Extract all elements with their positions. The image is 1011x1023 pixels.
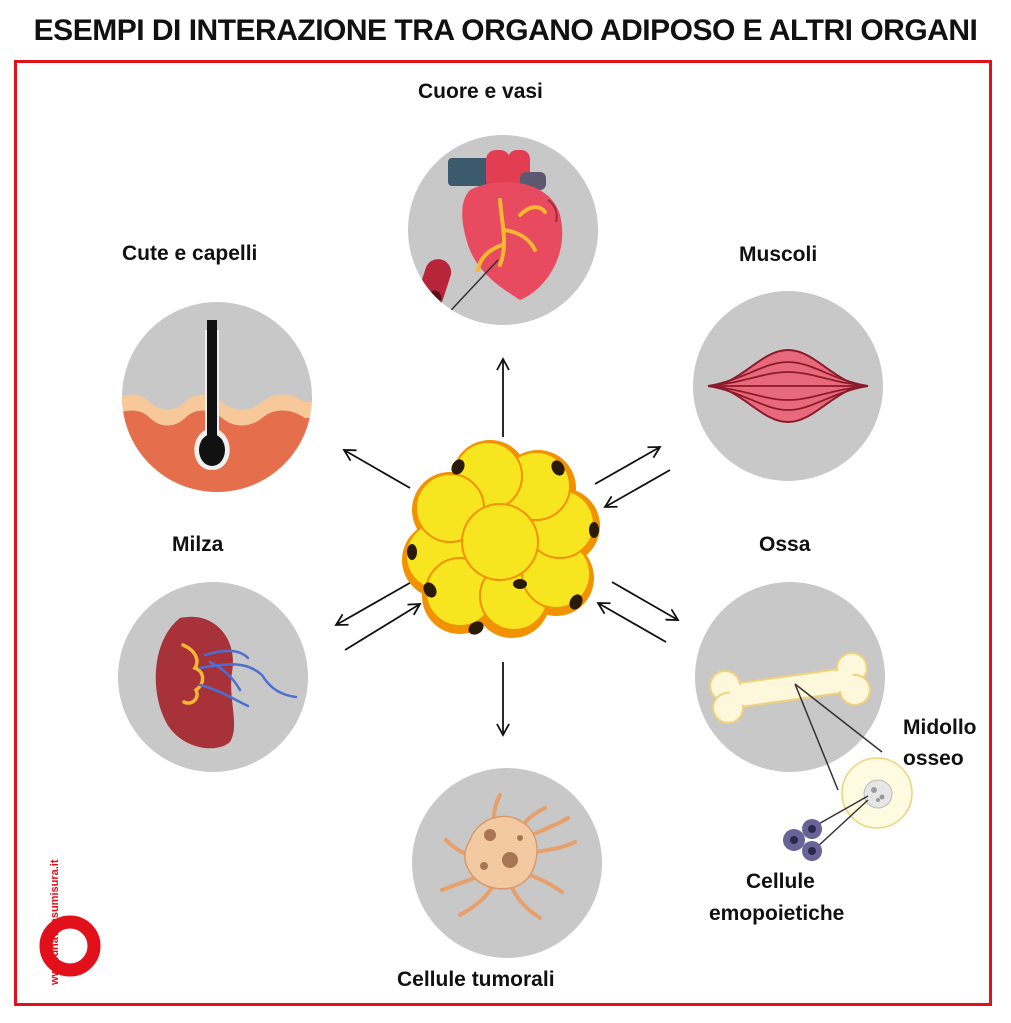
bone-icon	[695, 582, 885, 791]
arrow-to-skin	[342, 449, 411, 489]
label-bone: Ossa	[759, 533, 811, 556]
arrow-to-spleen	[334, 579, 416, 626]
logo-text: www.unavitasumisura.it	[49, 859, 61, 986]
hematopoietic-cells-icon	[783, 819, 822, 861]
arrow-to-bone	[611, 581, 680, 621]
label-spleen: Milza	[172, 533, 224, 556]
label-hemo-line1: Cellule	[746, 870, 815, 893]
muscle-icon	[693, 291, 883, 481]
interaction-arrows	[334, 357, 680, 737]
diagram-title: ESEMPI DI INTERAZIONE TRA ORGANO ADIPOSO…	[33, 14, 978, 47]
arrow-from-muscle	[603, 469, 671, 508]
label-heart: Cuore e vasi	[418, 80, 543, 103]
arrow-from-bone	[596, 602, 667, 643]
label-tumor: Cellule tumorali	[397, 968, 555, 991]
arrow-from-spleen	[344, 603, 422, 651]
bone-marrow-icon	[807, 757, 913, 849]
site-logo: www.unavitasumisura.it	[39, 859, 101, 986]
hair-follicle-icon	[122, 302, 312, 492]
spleen-icon	[118, 582, 308, 772]
label-skin: Cute e capelli	[122, 242, 258, 265]
heart-icon	[408, 135, 598, 325]
label-marrow-line2: osseo	[903, 747, 964, 770]
label-marrow-line1: Midollo	[903, 716, 977, 739]
adipose-tissue-icon	[402, 440, 600, 638]
diagram-frame	[14, 60, 992, 1006]
arrow-to-muscle	[594, 446, 662, 485]
label-hemo-line2: emopoietiche	[709, 902, 845, 925]
tumor-cell-icon	[412, 768, 602, 958]
label-muscle: Muscoli	[739, 243, 818, 266]
